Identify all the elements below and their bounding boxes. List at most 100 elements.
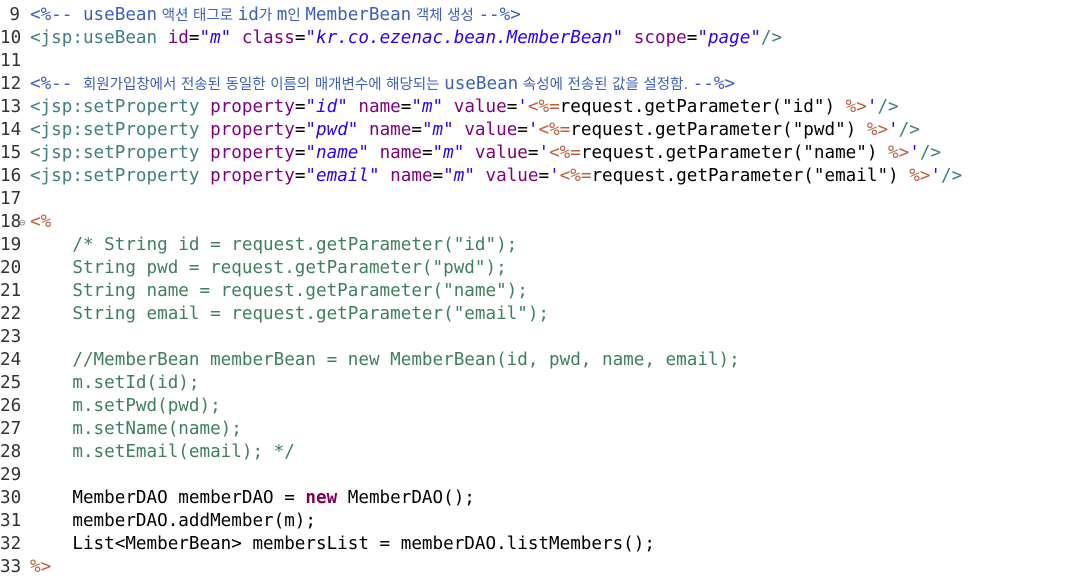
code-line[interactable]: 21 String name = request.getParameter("n…: [0, 280, 1065, 303]
code-token: useBean: [82, 5, 158, 25]
line-number: 14: [0, 120, 22, 140]
code-token: 속성에 전송된 값을 설정함.: [518, 77, 693, 93]
code-token: =: [294, 143, 306, 163]
line-number: 32: [0, 534, 22, 554]
code-token: 인: [287, 8, 306, 24]
code-line[interactable]: 16<jsp:setProperty property="email" name…: [0, 165, 1065, 188]
line-number: 9: [9, 5, 20, 25]
code-line[interactable]: 30 MemberDAO memberDAO = new MemberDAO()…: [0, 487, 1065, 510]
code-line[interactable]: 11: [0, 50, 1065, 73]
code-token: scope: [633, 28, 687, 48]
code-text: <%-- useBean 액션 태그로 id가 m인 MemberBean 객체…: [30, 4, 521, 28]
code-token: <%=: [559, 166, 592, 186]
code-token: <jsp:setProperty: [30, 143, 211, 163]
fold-toggle-icon[interactable]: ⊖: [19, 216, 26, 229]
code-line[interactable]: 13<jsp:setProperty property="id" name="m…: [0, 96, 1065, 119]
code-text: m.setId(id);: [30, 372, 199, 395]
code-token: %>: [845, 97, 867, 117]
code-token: "page": [697, 28, 761, 48]
code-line[interactable]: 15<jsp:setProperty property="name" name=…: [0, 142, 1065, 165]
line-number: 24: [0, 350, 22, 370]
code-token: String name = request.getParameter("name…: [30, 281, 528, 301]
code-line[interactable]: 9 <%-- useBean 액션 태그로 id가 m인 MemberBean 객…: [0, 4, 1065, 27]
code-token: />: [760, 28, 783, 48]
code-token: [623, 28, 634, 48]
code-token: =: [686, 28, 698, 48]
code-line[interactable]: 12<%-- 회원가입창에서 전송된 동일한 이름의 매개변수에 해당되는 us…: [0, 73, 1065, 96]
line-number: 16: [0, 166, 22, 186]
code-line[interactable]: 29: [0, 464, 1065, 487]
line-number: 27: [0, 419, 22, 439]
code-token: class: [241, 28, 295, 48]
code-token: [231, 28, 242, 48]
code-token: %>: [888, 143, 910, 163]
code-text: <jsp:setProperty property="pwd" name="m"…: [30, 119, 920, 142]
code-token: />: [941, 166, 963, 186]
code-line[interactable]: 18⊖<%: [0, 211, 1065, 234]
code-line[interactable]: 27 m.setName(name);: [0, 418, 1065, 441]
code-token: 객체 생성: [411, 8, 479, 24]
code-token: "name": [305, 143, 369, 163]
line-number: 29: [0, 465, 22, 485]
code-token: m.setId(id);: [30, 373, 200, 393]
code-line[interactable]: 22 String email = request.getParameter("…: [0, 303, 1065, 326]
code-line[interactable]: 23: [0, 326, 1065, 349]
code-line[interactable]: 19 /* String id = request.getParameter("…: [0, 234, 1065, 257]
code-line[interactable]: 25 m.setId(id);: [0, 372, 1065, 395]
code-token: [443, 97, 454, 117]
code-line[interactable]: 17: [0, 188, 1065, 211]
code-line[interactable]: 26 m.setPwd(pwd);: [0, 395, 1065, 418]
code-token: =: [188, 28, 200, 48]
code-token: --%>: [692, 74, 736, 94]
code-token: "pwd": [305, 120, 359, 140]
code-line[interactable]: 10<jsp:useBean id="m" class="kr.co.ezena…: [0, 27, 1065, 50]
line-number: 10: [0, 28, 22, 48]
line-number: 25: [0, 373, 22, 393]
code-token: memberDAO.addMember(m);: [30, 511, 316, 531]
code-token: value: [453, 97, 507, 117]
code-text: m.setName(name);: [30, 418, 242, 441]
code-line[interactable]: 32 List<MemberBean> membersList = member…: [0, 533, 1065, 556]
code-token: /* String id = request.getParameter("id"…: [30, 235, 518, 255]
code-line[interactable]: 33%>: [0, 556, 1065, 579]
code-line[interactable]: 14<jsp:setProperty property="pwd" name="…: [0, 119, 1065, 142]
code-token: m.setPwd(pwd);: [30, 396, 221, 416]
code-text: String name = request.getParameter("name…: [30, 280, 528, 303]
code-token: name: [368, 120, 412, 140]
code-text: %>: [30, 556, 51, 579]
code-token: [348, 97, 359, 117]
code-text: memberDAO.addMember(m);: [30, 510, 316, 533]
code-token: ': [549, 166, 560, 186]
line-number: 11: [0, 51, 22, 71]
line-number: 17: [0, 189, 22, 209]
editor-bottom-edge: [0, 580, 1065, 584]
code-token: <%=: [527, 97, 560, 117]
code-line[interactable]: 20 String pwd = request.getParameter("pw…: [0, 257, 1065, 280]
code-editor[interactable]: 9 <%-- useBean 액션 태그로 id가 m인 MemberBean 객…: [0, 4, 1065, 584]
code-token: request.getParameter("id"): [559, 97, 846, 117]
code-line[interactable]: 24 //MemberBean memberBean = new MemberB…: [0, 349, 1065, 372]
code-token: =: [294, 28, 306, 48]
code-token: =: [294, 166, 306, 186]
code-token: 회원가입창에서 전송된 동일한 이름의 매개변수에 해당되는: [82, 77, 445, 93]
line-number: 30: [0, 488, 22, 508]
code-line[interactable]: 28 m.setEmail(email); */: [0, 441, 1065, 464]
code-token: "m": [432, 143, 465, 163]
code-token: m.setEmail(email); */: [30, 442, 295, 462]
code-token: />: [898, 120, 920, 140]
line-number: 28: [0, 442, 22, 462]
code-token: "email": [305, 166, 380, 186]
code-token: =: [411, 120, 422, 140]
code-token: <jsp:setProperty: [30, 97, 211, 117]
code-text: <%-- 회원가입창에서 전송된 동일한 이름의 매개변수에 해당되는 useB…: [30, 73, 735, 97]
code-token: name: [358, 97, 401, 117]
code-token: <%--: [30, 5, 83, 25]
code-token: MemberBean: [305, 5, 412, 25]
code-token: [369, 143, 380, 163]
code-token: useBean: [444, 74, 519, 94]
code-line[interactable]: 31 memberDAO.addMember(m);: [0, 510, 1065, 533]
code-token: value: [464, 120, 518, 140]
line-number: 20: [0, 258, 22, 278]
code-token: ': [866, 97, 878, 117]
code-token: 액션 태그로: [157, 8, 238, 24]
